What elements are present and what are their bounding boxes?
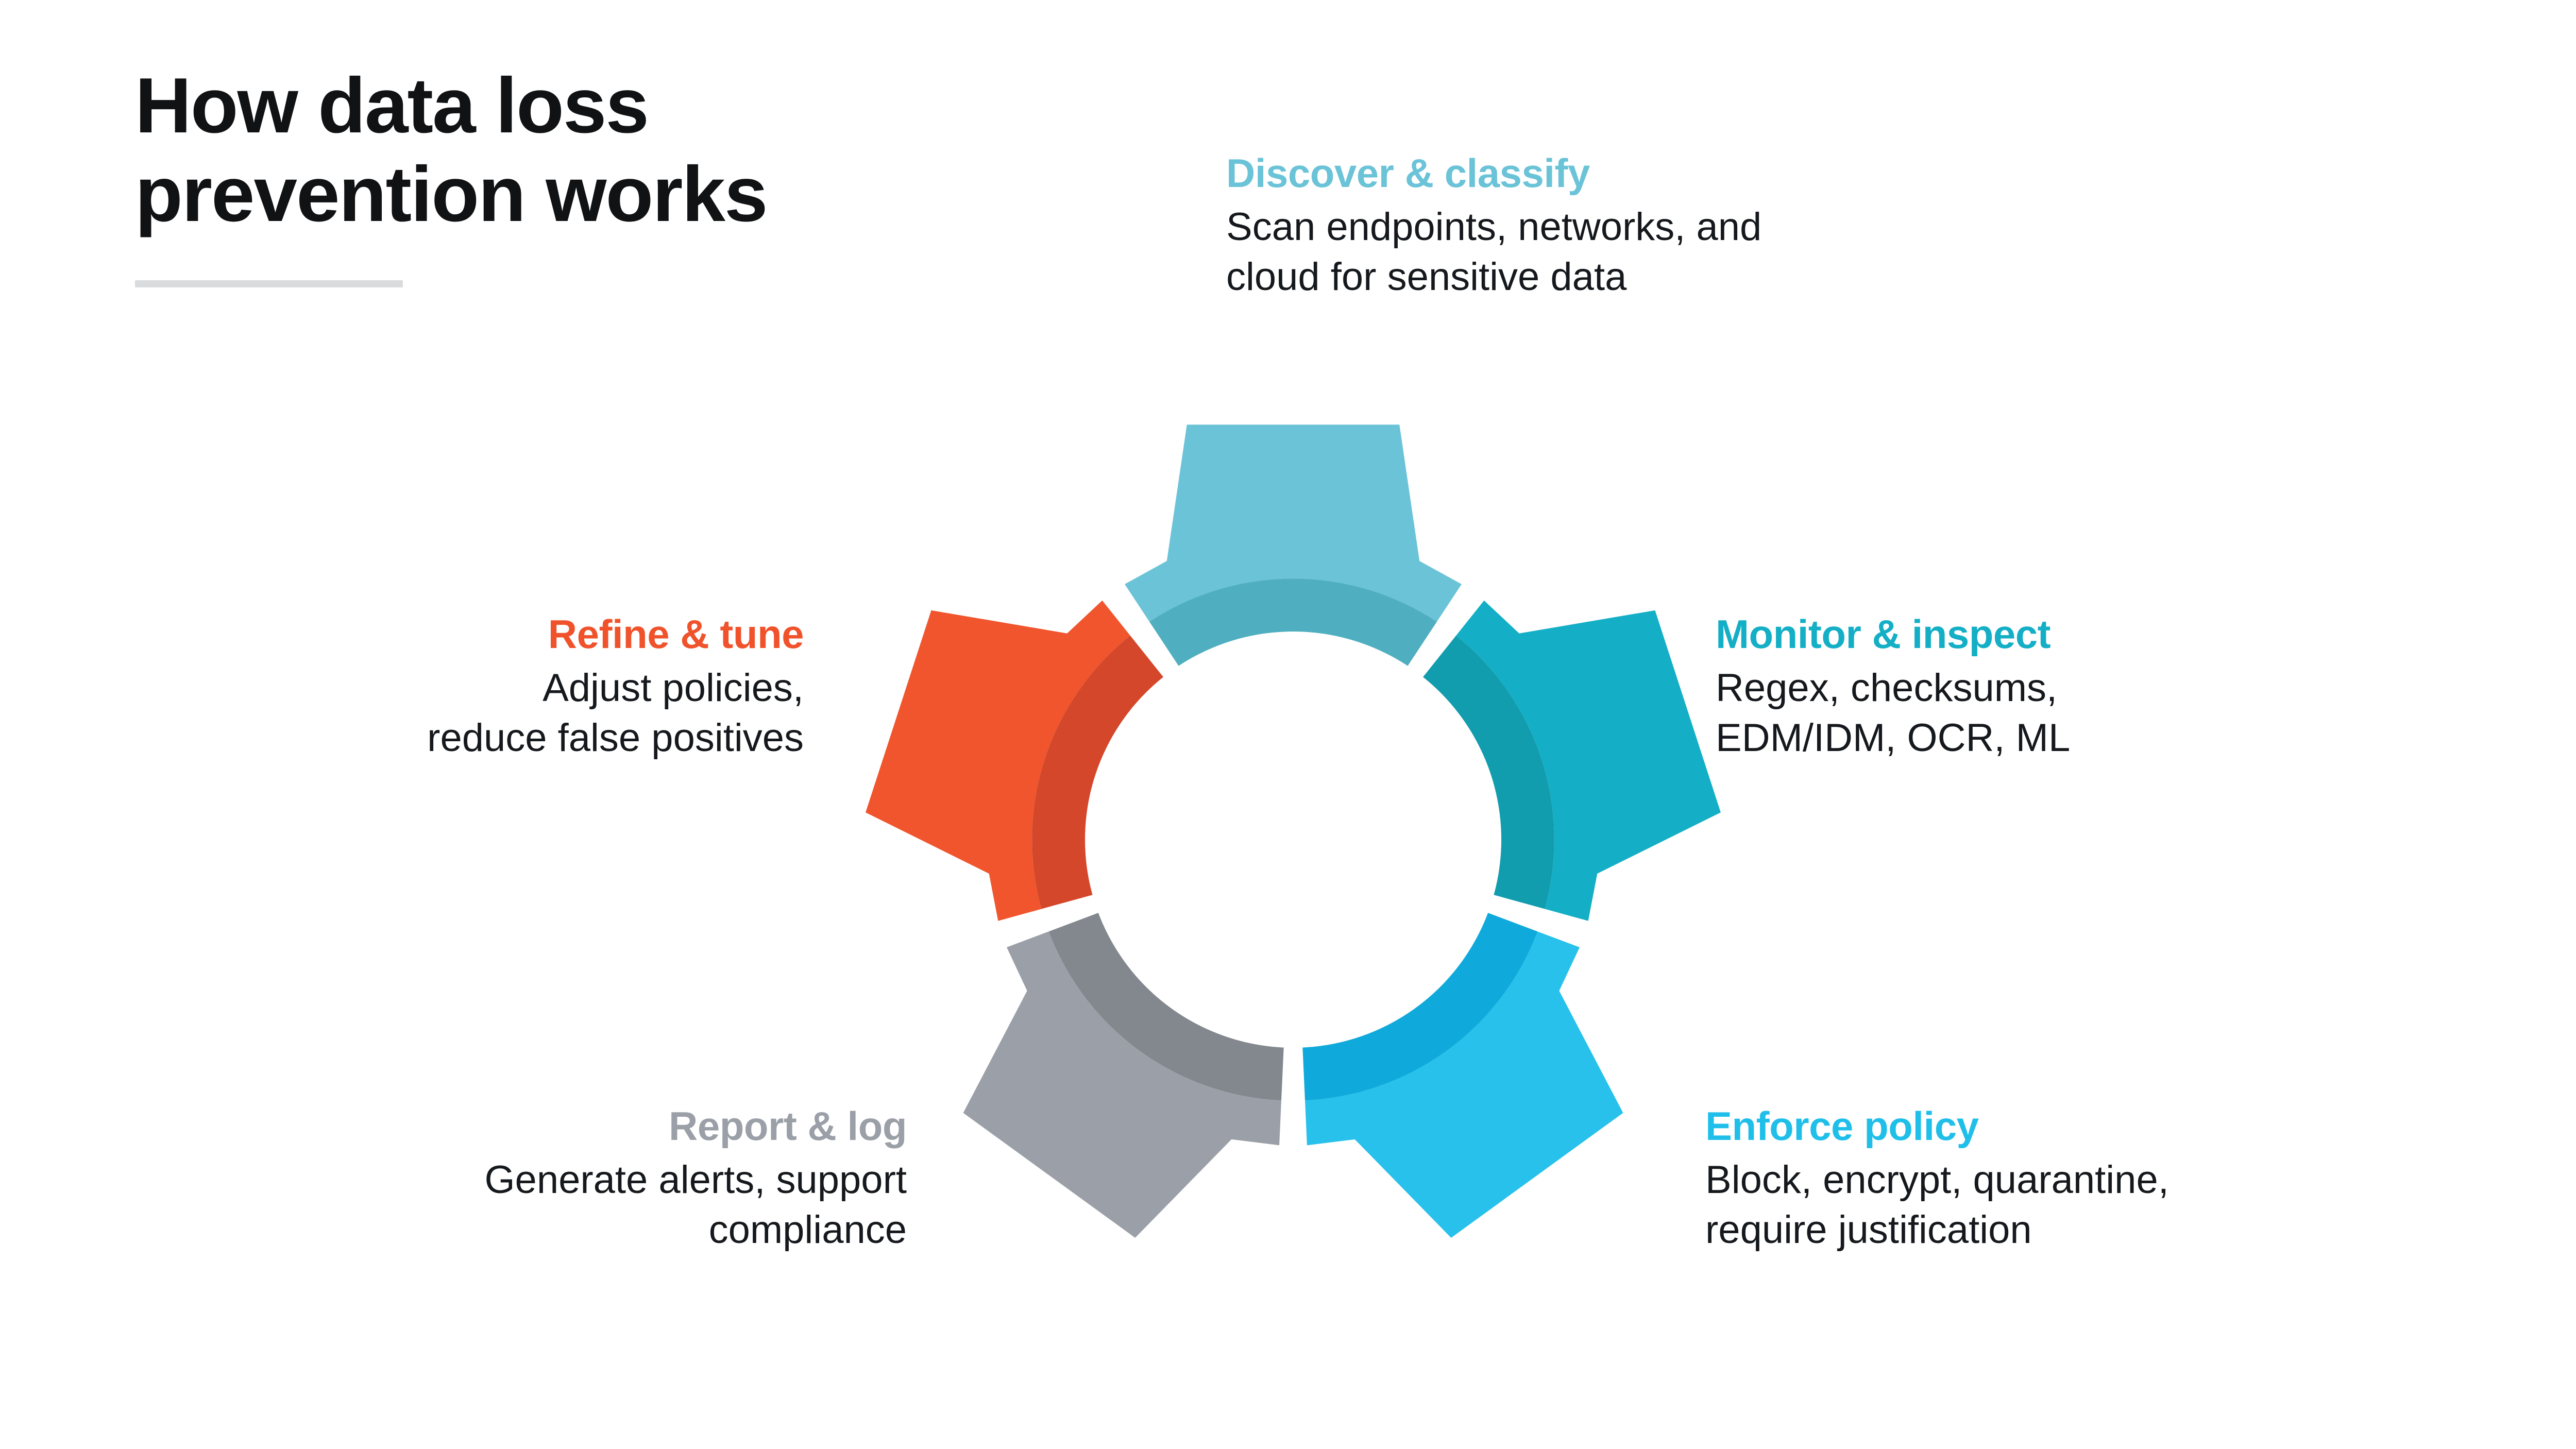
callout-heading-monitor-inspect: Monitor & inspect	[1716, 611, 2051, 657]
callout-heading-enforce-policy: Enforce policy	[1705, 1103, 1979, 1149]
gear-segment-report-log[interactable]	[963, 931, 1282, 1238]
callout-body-report-log: Generate alerts, support compliance	[484, 1158, 907, 1252]
callout-report-log: Report & log Generate alerts, support co…	[247, 1102, 907, 1255]
gear-segment-band-refine-tune[interactable]	[1032, 635, 1164, 909]
callout-body-refine-tune: Adjust policies, reduce false positives	[427, 666, 804, 760]
gear-hub	[1085, 632, 1501, 1048]
page-title: How data loss prevention works	[135, 62, 768, 238]
callout-body-enforce-policy: Block, encrypt, quarantine, require just…	[1705, 1158, 2169, 1252]
callout-monitor-inspect: Monitor & inspect Regex, checksums, EDM/…	[1716, 610, 2427, 763]
gear-segment-enforce-policy[interactable]	[1304, 931, 1623, 1238]
callout-enforce-policy: Enforce policy Block, encrypt, quarantin…	[1705, 1102, 2452, 1255]
gear-segment-band-enforce-policy[interactable]	[1302, 913, 1538, 1101]
gear-segment-band-monitor-inspect[interactable]	[1422, 635, 1554, 909]
gear-segment-band-report-log[interactable]	[1048, 913, 1284, 1101]
gear-cycle-diagram	[783, 330, 1803, 1350]
callout-heading-refine-tune: Refine & tune	[548, 611, 804, 657]
gear-segment-monitor-inspect[interactable]	[1456, 600, 1721, 921]
gear-svg	[866, 424, 1721, 1238]
callout-discover-classify: Discover & classify Scan endpoints, netw…	[1226, 149, 2030, 302]
gear-segment-refine-tune[interactable]	[866, 600, 1130, 921]
callout-refine-tune: Refine & tune Adjust policies, reduce fa…	[222, 610, 804, 763]
gear-segment-band-discover-classify[interactable]	[1149, 578, 1437, 666]
callout-body-discover-classify: Scan endpoints, networks, and cloud for …	[1226, 205, 1762, 299]
callout-body-monitor-inspect: Regex, checksums, EDM/IDM, OCR, ML	[1716, 666, 2071, 760]
gear-segment-discover-classify[interactable]	[1125, 424, 1462, 622]
title-block: How data loss prevention works	[135, 62, 908, 287]
callout-heading-discover-classify: Discover & classify	[1226, 150, 1590, 196]
callout-heading-report-log: Report & log	[669, 1103, 907, 1149]
title-divider	[135, 280, 403, 287]
